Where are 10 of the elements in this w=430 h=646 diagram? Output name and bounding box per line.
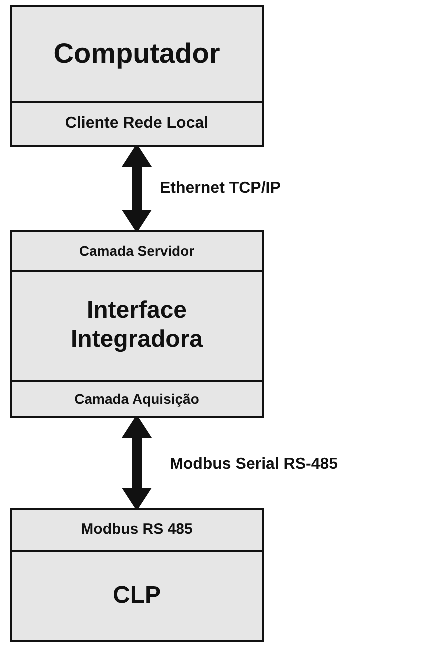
- component-box: [10, 230, 264, 418]
- layer-name: Camada Servidor: [79, 242, 195, 260]
- component-box: [10, 508, 264, 642]
- device-name: Computador: [54, 37, 220, 71]
- protocol-name: Modbus RS 485: [81, 521, 193, 539]
- device-name: CLP: [113, 582, 161, 610]
- interface-name: Interface Integradora: [70, 297, 204, 355]
- client-layer: Cliente Rede Local: [65, 114, 209, 134]
- component-box: [10, 5, 264, 147]
- layer-name: Camada Aquisição: [74, 390, 200, 408]
